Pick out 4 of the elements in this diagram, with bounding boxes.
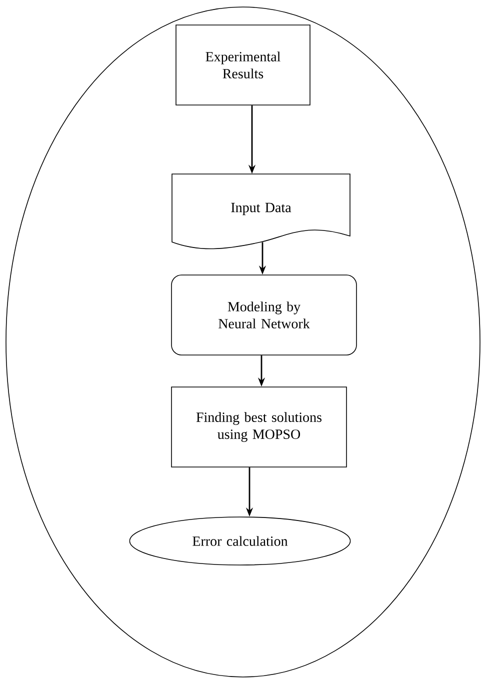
rounded-box: Modeling by Neural Network: [171, 274, 357, 356]
outer-ellipse: [6, 6, 480, 678]
process-box: Experimental Results: [176, 24, 310, 106]
process-box: Finding best solutions using MOPSO: [171, 386, 347, 468]
